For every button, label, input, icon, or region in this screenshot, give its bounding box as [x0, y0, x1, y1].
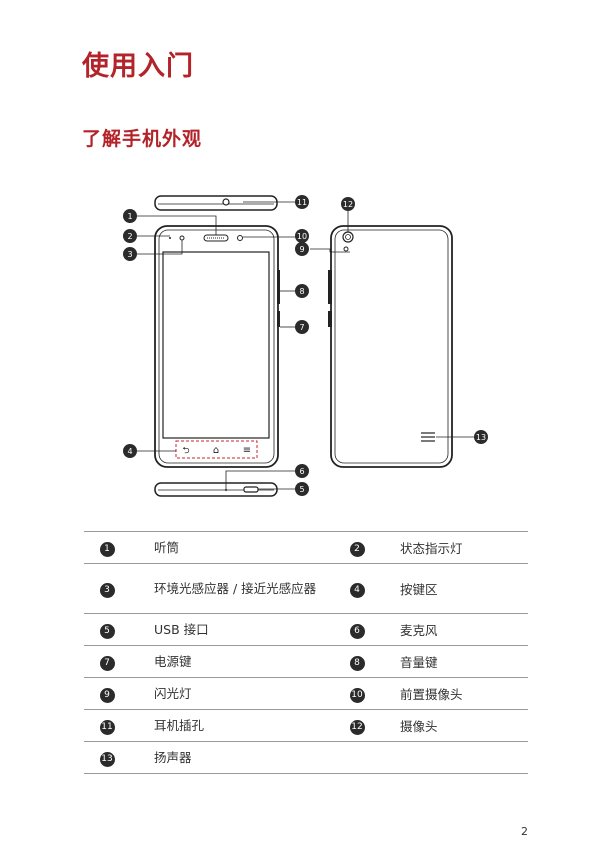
callout-13: 13	[474, 430, 488, 444]
section-title: 使用入门	[82, 51, 194, 82]
legend-number: 3	[99, 582, 115, 598]
phone-bottom-view	[154, 482, 278, 497]
menu-key-icon: ≡	[243, 445, 251, 456]
phone-back-view	[328, 225, 453, 468]
callout-6: 6	[295, 464, 309, 478]
svg-text:12: 12	[343, 200, 353, 209]
legend-label: 状态指示灯	[384, 531, 528, 564]
legend-label: 麦克风	[384, 613, 528, 646]
callout-1: 1	[123, 209, 137, 223]
legend-number: 2	[349, 541, 365, 557]
table-row: 1 听筒 2 状态指示灯	[84, 531, 528, 564]
svg-text:9: 9	[299, 245, 304, 254]
svg-text:2: 2	[127, 232, 132, 241]
table-row: 11 耳机插孔 12 摄像头	[84, 709, 528, 742]
callout-10: 10	[295, 229, 309, 243]
legend-number: 6	[349, 623, 365, 639]
table-row: 13 扬声器	[84, 741, 528, 774]
legend-label: 音量键	[384, 645, 528, 678]
phone-front-view: ⮌ ⌂ ≡	[154, 225, 280, 468]
callout-3: 3	[123, 247, 137, 261]
legend-label: 听筒	[130, 531, 330, 564]
legend-number: 4	[349, 582, 365, 598]
table-row: 5 USB 接口 6 麦克风	[84, 613, 528, 646]
legend-label: 耳机插孔	[130, 709, 330, 742]
legend-label: 前置摄像头	[384, 677, 528, 710]
svg-text:1: 1	[127, 212, 132, 221]
legend-number: 10	[349, 687, 365, 703]
home-key-icon: ⌂	[213, 445, 219, 456]
legend-label: 电源键	[130, 645, 330, 678]
callout-11: 11	[295, 195, 309, 209]
callout-2: 2	[123, 229, 137, 243]
legend-label: 闪光灯	[130, 677, 330, 710]
table-row: 3 环境光感应器 / 接近光感应器 4 按键区	[84, 563, 528, 614]
table-row: 7 电源键 8 音量键	[84, 645, 528, 678]
table-row: 9 闪光灯 10 前置摄像头	[84, 677, 528, 710]
svg-text:13: 13	[476, 433, 486, 442]
leader-lines	[137, 201, 474, 490]
subsection-title: 了解手机外观	[82, 128, 203, 150]
svg-text:6: 6	[299, 467, 304, 476]
legend-number: 7	[99, 655, 115, 671]
legend-number: 12	[349, 719, 365, 735]
legend-label: 扬声器	[130, 741, 330, 774]
legend-label: USB 接口	[130, 613, 330, 646]
callout-4: 4	[123, 444, 137, 458]
phone-top-view	[154, 195, 278, 211]
svg-text:5: 5	[299, 485, 304, 494]
callout-9: 9	[295, 242, 309, 256]
legend-number: 1	[99, 541, 115, 557]
svg-text:3: 3	[127, 250, 132, 259]
legend-label: 摄像头	[384, 709, 528, 742]
legend-label: 环境光感应器 / 接近光感应器	[130, 563, 330, 614]
svg-text:4: 4	[127, 447, 132, 456]
svg-text:8: 8	[299, 287, 304, 296]
parts-legend-table: 1 听筒 2 状态指示灯 3 环境光感应器 / 接近光感应器 4 按键区 5 U…	[84, 531, 528, 774]
legend-number: 13	[99, 751, 115, 767]
callout-12: 12	[341, 197, 355, 211]
callout-5: 5	[295, 482, 309, 496]
legend-label: 按键区	[384, 563, 528, 614]
svg-text:7: 7	[299, 323, 304, 332]
back-key-icon: ⮌	[182, 446, 189, 456]
legend-number: 9	[99, 687, 115, 703]
svg-text:10: 10	[297, 232, 307, 241]
legend-number: 11	[99, 719, 115, 735]
callout-8: 8	[295, 284, 309, 298]
page-number: 2	[521, 825, 528, 838]
svg-text:11: 11	[297, 198, 307, 207]
legend-number: 8	[349, 655, 365, 671]
legend-number: 5	[99, 623, 115, 639]
callout-7: 7	[295, 320, 309, 334]
